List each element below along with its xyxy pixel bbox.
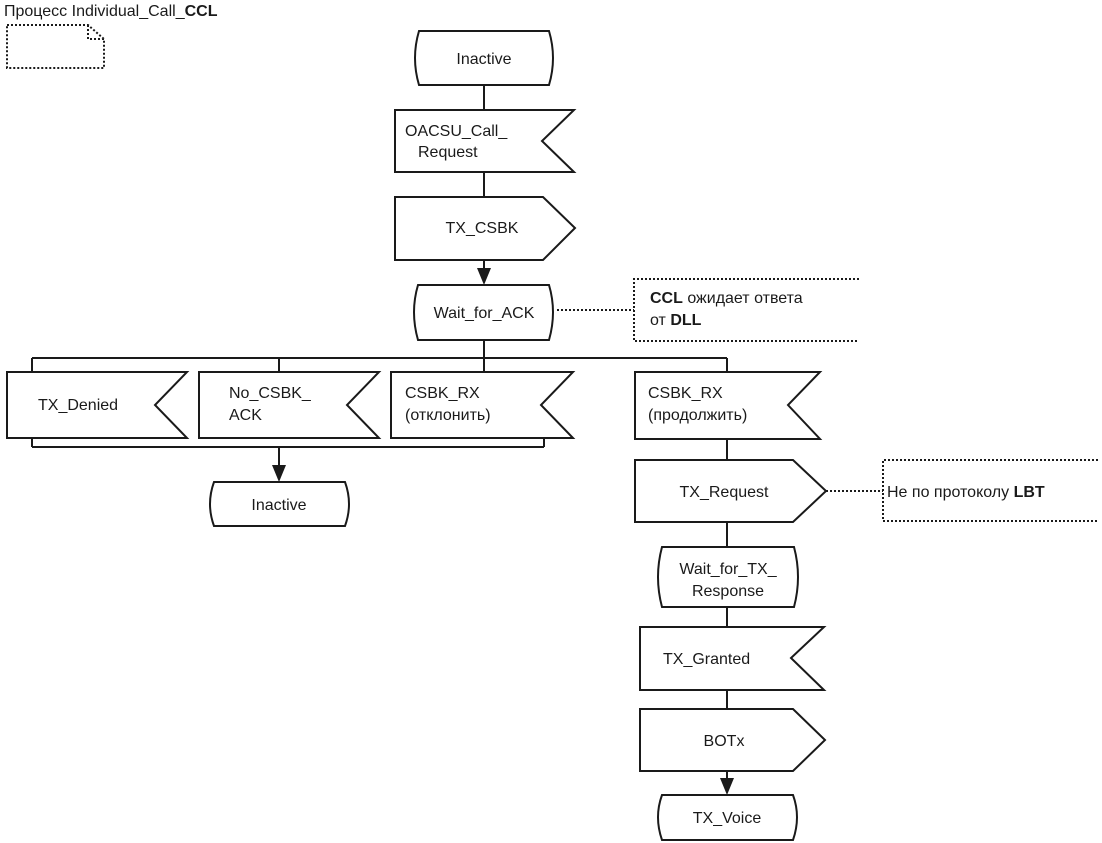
state-wait-for-ack: [413, 284, 554, 341]
output-botx-label: BOTx: [704, 733, 745, 750]
input-csbk-rx-reject-label: CSBK_RX: [405, 385, 480, 402]
output-botx: [639, 708, 827, 772]
state-inactive-top-label: Inactive: [456, 51, 511, 68]
comment-ccl-wait: [633, 278, 859, 342]
input-tx-granted-label: TX_Granted: [663, 651, 750, 668]
state-tx-voice-label: TX_Voice: [693, 810, 762, 827]
input-csbk-rx-continue: [634, 371, 823, 440]
input-tx-granted: [639, 626, 827, 691]
output-tx-request: [634, 459, 828, 523]
state-wait-for-tx-response-label: Wait_for_TX_: [679, 561, 777, 578]
comment-ccl-wait-line2: от DLL: [650, 312, 702, 329]
input-no-csbk-ack-label: ACK: [229, 407, 262, 424]
input-tx-denied: [6, 371, 190, 439]
output-tx-request-label: TX_Request: [680, 484, 769, 501]
input-oacsu-call-request-label: Request: [418, 144, 478, 161]
state-wait-for-tx-response: [657, 546, 799, 608]
state-inactive-left-label: Inactive: [251, 497, 306, 514]
flow-arrow: [272, 465, 286, 482]
state-wait-for-tx-response-label: Response: [692, 583, 764, 600]
comment-not-lbt: [882, 459, 1098, 522]
state-wait-for-ack-label: Wait_for_ACK: [434, 305, 535, 322]
input-oacsu-call-request: [394, 109, 577, 173]
input-no-csbk-ack-label: No_CSBK_: [229, 385, 312, 402]
input-csbk-rx-continue-label: CSBK_RX: [648, 385, 723, 402]
state-inactive-left: [209, 481, 350, 527]
state-inactive-top: [414, 30, 554, 86]
comment-ccl-wait-line1: CCL ожидает ответа: [650, 290, 803, 307]
page-icon: [6, 24, 105, 69]
input-no-csbk-ack: [198, 371, 382, 439]
flow-arrow: [720, 778, 734, 795]
input-csbk-rx-reject-label: (отклонить): [405, 407, 491, 424]
input-tx-denied-label: TX_Denied: [38, 397, 118, 414]
output-tx-csbk-label: TX_CSBK: [446, 220, 519, 237]
state-tx-voice: [657, 794, 798, 841]
flow-arrow: [477, 268, 491, 285]
output-tx-csbk: [394, 196, 577, 261]
diagram-title: Процесс Individual_Call_CCL: [4, 3, 218, 20]
input-csbk-rx-reject: [390, 371, 576, 439]
input-oacsu-call-request-label: OACSU_Call_: [405, 123, 508, 140]
input-csbk-rx-continue-label: (продолжить): [648, 407, 747, 424]
comment-not-lbt-label: Не по протоколу LBT: [887, 484, 1045, 501]
